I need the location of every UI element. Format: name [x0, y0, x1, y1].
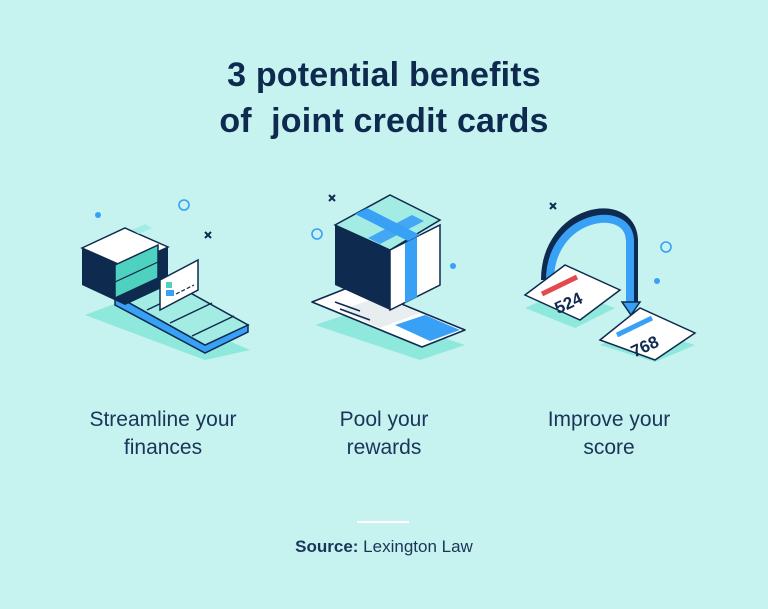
conveyor-credit-card-icon: [80, 199, 250, 360]
benefit-2-line-2: rewards: [346, 436, 422, 459]
source-value: Lexington Law: [358, 537, 473, 556]
page-title: 3 potential benefits of joint credit car…: [0, 52, 768, 144]
benefit-2-line-1: Pool your: [339, 408, 429, 431]
title-line-2: of joint credit cards: [219, 102, 549, 140]
benefit-improve-label: Improve your score: [499, 406, 719, 462]
divider: [357, 521, 409, 523]
gift-box-on-card-icon: [311, 194, 466, 360]
benefit-3-line-2: score: [583, 436, 635, 459]
source-label: Source:: [295, 537, 359, 556]
source-credit: Source: Lexington Law: [0, 537, 768, 557]
benefit-1-line-2: finances: [123, 436, 203, 459]
credit-score-arrow-icon: 524 768: [523, 202, 697, 362]
benefit-streamline-label: Streamline your finances: [53, 406, 273, 462]
benefit-1-line-1: Streamline your: [89, 408, 237, 431]
benefit-pool-label: Pool your rewards: [274, 406, 494, 462]
title-line-1: 3 potential benefits: [227, 56, 541, 94]
benefit-3-line-1: Improve your: [547, 408, 671, 431]
